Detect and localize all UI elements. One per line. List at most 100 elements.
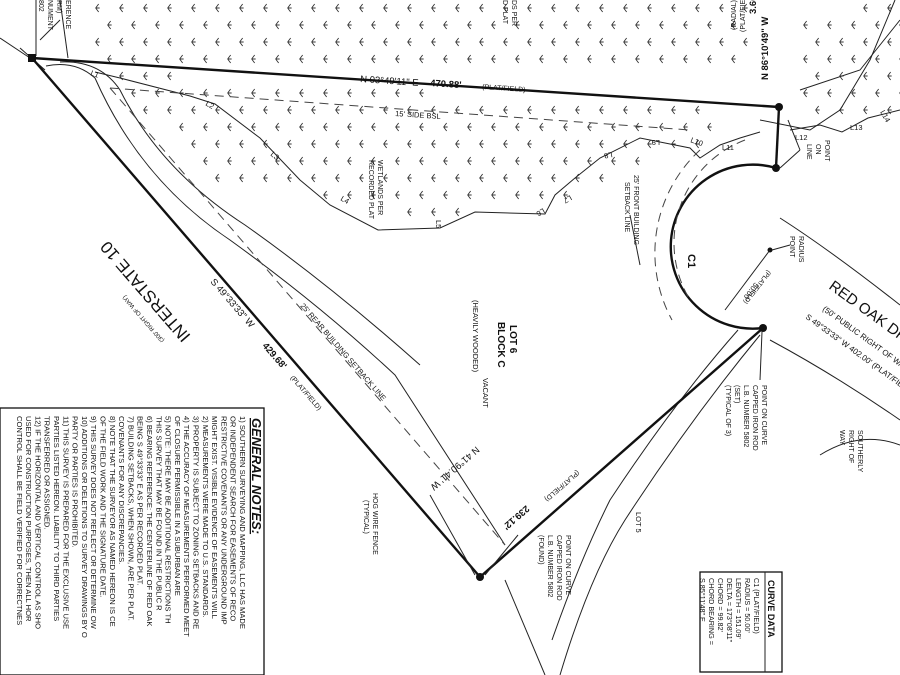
general-note-line: THIS SURVEY THAT MAY BE FOUND IN THE PUB…: [154, 416, 163, 611]
curve-data-title: CURVE DATA: [766, 580, 776, 638]
wetland-hatch-mark: [731, 20, 736, 30]
general-notes-box: GENERAL NOTES: 1) SOUTHERN SURVEYING AND…: [0, 407, 265, 675]
wetland-hatch-mark: [515, 20, 520, 30]
wetland-hatch-mark: [647, 105, 652, 115]
wetland-hatch-mark: [311, 173, 316, 183]
wetland-hatch-mark: [587, 122, 592, 132]
wetland-hatch-mark: [167, 37, 172, 47]
wetland-hatch-mark: [851, 20, 856, 30]
wetland-hatch-mark: [659, 122, 664, 132]
wetland-hatch-mark: [683, 122, 688, 132]
wetland-hatch-mark: [299, 54, 304, 64]
wetland-hatch-mark: [659, 54, 664, 64]
poc-set-3: L.B. NUMBER 5802: [742, 385, 749, 447]
wetland-hatch-mark: [275, 88, 280, 98]
top-distance: 3.60': [748, 0, 759, 14]
general-note-line: OF CLOSURE PERMISSIBLE IN A SUBURBAN ARE: [173, 416, 182, 596]
sw-line-plat-note: (PLAT/FIELD): [288, 375, 322, 412]
side-bsl-label: 15' SIDE BSL: [395, 109, 441, 121]
wetland-hatch-mark: [527, 3, 532, 13]
wetland-hatch-mark: [707, 20, 712, 30]
curve-data-line: CHORD BEARING =: [707, 578, 716, 645]
wetland-hatch-mark: [599, 37, 604, 47]
wetland-hatch-mark: [431, 37, 436, 47]
se-line-distance: 239.12': [500, 503, 531, 532]
general-note-line: PARTIES LISTED HEREON. LIABILITY TO THIR…: [52, 416, 61, 621]
curve-data-line: CHORD = 99.82': [716, 578, 725, 633]
wetland-hatch-mark: [599, 173, 604, 183]
wetland-hatch-mark: [671, 3, 676, 13]
survey-monuments: [28, 54, 801, 581]
radius-point-label-2: POINT: [788, 236, 795, 258]
wetland-hatch-mark: [563, 20, 568, 30]
wetland-hatch-mark: [443, 156, 448, 166]
wetland-hatch-mark: [419, 156, 424, 166]
wetland-hatch-mark: [563, 54, 568, 64]
wetland-hatch-mark: [863, 3, 868, 13]
wetland-hatch-mark: [347, 156, 352, 166]
segment-label-l2: L2: [204, 99, 216, 111]
radial-note: (RADIAL): [731, 0, 738, 30]
wetland-hatch-mark: [575, 37, 580, 47]
poc-set-5: (TYPICAL OF 3): [724, 385, 731, 436]
wetland-hatch-mark: [323, 88, 328, 98]
poc-set-4: (SET): [733, 385, 740, 403]
wetland-hatch-mark: [563, 156, 568, 166]
poc-found-2: CAPPED IRON ROD: [555, 535, 562, 601]
general-note-line: USED FOR CONSTRUCTION PURPOSES, THEN ALL…: [24, 416, 33, 622]
wetland-hatch-mark: [419, 54, 424, 64]
wetland-hatch-mark: [335, 139, 340, 149]
wetland-hatch-mark: [371, 54, 376, 64]
segment-label-l5: L5: [434, 220, 443, 228]
wetland-hatch-mark: [95, 37, 100, 47]
wetland-hatch-mark: [683, 54, 688, 64]
wetland-hatch-mark: [443, 54, 448, 64]
curve-c1-label: C1: [685, 254, 697, 268]
block-letter: BLOCK C: [495, 322, 506, 368]
wetland-hatch-mark: [503, 139, 508, 149]
segment-label-l7: L7: [562, 193, 574, 205]
wetland-hatch-mark: [383, 37, 388, 47]
general-note-line: PARTY OR PARTIES IS PROHIBITED.: [71, 416, 80, 548]
top-mid-ref-1: DS PER: [510, 0, 517, 26]
wetland-hatch-mark: [599, 3, 604, 13]
wetland-hatch-mark: [719, 3, 724, 13]
general-note-line: TRANSFERRED OR ASSIGNED.: [43, 416, 52, 530]
wetland-hatch-mark: [503, 37, 508, 47]
wetland-hatch-mark: [635, 54, 640, 64]
wetland-hatch-mark: [623, 105, 628, 115]
rear-setback-line: [109, 87, 506, 546]
curve-data-box: CURVE DATA C1 (PLAT/FIELD)RADIUS = 50.00…: [698, 571, 783, 673]
wetland-hatch-mark: [335, 37, 340, 47]
wetland-hatch-mark: [803, 54, 808, 64]
wetland-hatch-mark: [887, 37, 892, 47]
wetland-hatch-mark: [587, 54, 592, 64]
wetland-hatch-mark: [203, 156, 208, 166]
north-line-bearing: N 03°49'11" E: [360, 74, 419, 89]
wetland-hatch-mark: [419, 122, 424, 132]
wetland-hatch-mark: [467, 190, 472, 200]
general-notes-text: 1) SOUTHERN SURVEYING AND MAPPING, LLC H…: [15, 416, 247, 638]
wetland-hatch-mark: [803, 20, 808, 30]
wetland-hatch-mark: [179, 54, 184, 64]
wetland-hatch-mark: [371, 122, 376, 132]
wetland-hatch-mark: [311, 3, 316, 13]
wetland-hatch-mark: [707, 122, 712, 132]
wetland-hatch-mark: [563, 122, 568, 132]
wetland-hatch-mark: [407, 139, 412, 149]
wetland-hatch-mark: [239, 37, 244, 47]
wetland-hatch-mark: [467, 54, 472, 64]
wetland-hatch-mark: [611, 54, 616, 64]
wetland-hatch-mark: [407, 207, 412, 217]
wetland-hatch-mark: [479, 3, 484, 13]
wetland-hatch-mark: [359, 3, 364, 13]
segment-label-l12: L12: [795, 133, 808, 142]
general-note-line: RESTRICTIVE COVENANTS OR ANY UNDERGROUND…: [219, 416, 228, 625]
wetland-hatch-mark: [455, 3, 460, 13]
wetland-hatch-mark: [251, 122, 256, 132]
front-setback-arc: [654, 149, 701, 321]
wetland-hatch-mark: [551, 37, 556, 47]
wetland-hatch-mark: [179, 122, 184, 132]
north-line-distance: 470.88': [430, 78, 462, 91]
general-note-line: 12) IF THE HORIZONTAL AND VERTICAL CONTR…: [33, 416, 42, 629]
